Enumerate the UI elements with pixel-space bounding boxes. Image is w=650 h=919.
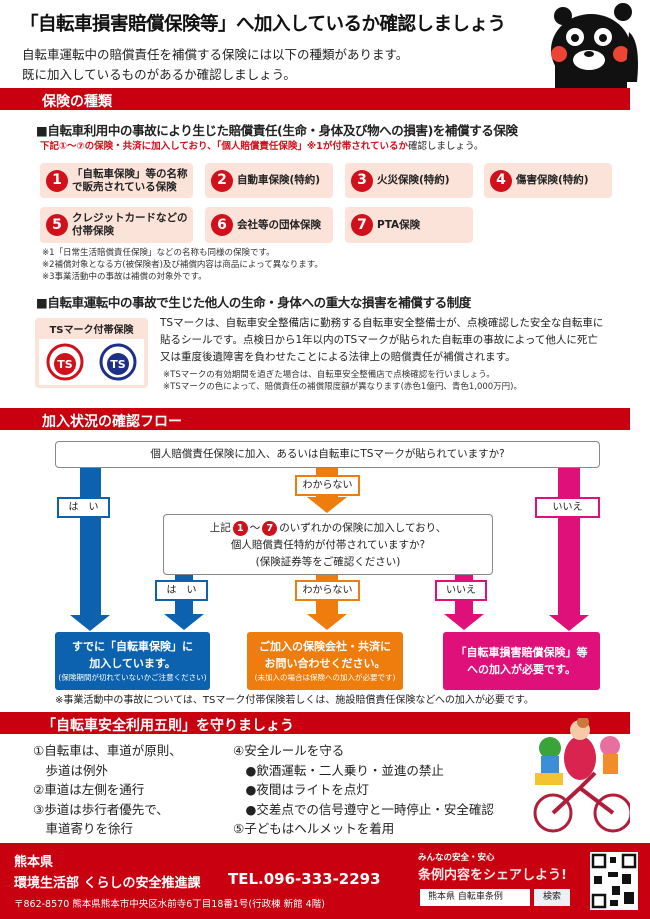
footer-tel: TEL.096-333-2293: [228, 870, 381, 888]
flow-yes-arrow-icon: [70, 615, 110, 631]
flow2-unknown-arrow-icon: [307, 614, 347, 630]
result-already-insured: すでに「自転車保険」に加入しています。(保険期間が切れていないかご注意ください): [55, 632, 210, 690]
svg-text:TS: TS: [58, 358, 74, 371]
footer-address: 〒862-8570 熊本県熊本市中央区水前寺6丁目18番1号(行政棟 新館 4階…: [14, 899, 325, 910]
section-insurance-types-header: 保険の種類: [0, 88, 630, 110]
result-need-insurance: 「自転車損害賠償保険」等への加入が必要です。: [443, 632, 600, 690]
lead-line-2: 既に加入しているものがあるか確認しましょう。: [22, 67, 296, 82]
qr-code-icon[interactable]: [590, 852, 638, 910]
flow-no-bar: [558, 468, 580, 616]
rules-right: ④安全ルールを守る ●飲酒運転・二人乗り・並進の禁止 ●夜間はライトを点灯 ●交…: [233, 743, 494, 836]
footnote-2: ※2補償対象となる方(被保険者)及び補償内容は商品によって異なります。: [42, 260, 323, 270]
family-bicycle-illustration: [533, 718, 630, 833]
flow-yes-bar: [80, 468, 101, 616]
page-title: 「自転車損害賠償保険等」へ加入しているか確認しましょう: [20, 14, 506, 35]
footer: 熊本県 環境生活部 くらしの安全推進課 TEL.096-333-2293 〒86…: [0, 843, 650, 919]
ts-desc-3: 又は重度後遺障害を負わせたことによる法律上の賠償責任が補償されます。: [160, 351, 516, 363]
section2-heading: ■自転車運転中の事故で生じた他人の生命・身体への重大な損害を補償する制度: [36, 295, 471, 310]
flow-note: ※事業活動中の事故については、TSマーク付帯保険若しくは、施設賠償責任保険などへ…: [55, 695, 534, 706]
flow2-no-arrow-icon: [444, 614, 484, 630]
flow-yes-label: は い: [57, 497, 110, 518]
ts-mark-box: TSマーク付帯保険 TS TS: [35, 318, 148, 388]
flow2-no-label: いいえ: [435, 580, 487, 601]
search-button[interactable]: 検索: [534, 889, 570, 906]
footer-department: 環境生活部 くらしの安全推進課: [14, 876, 201, 891]
flow-unknown-label: わからない: [295, 475, 360, 496]
ts-note-1: ※TSマークの有効期間を過ぎた場合は、自転車安全整備店で点検確認を行いましょう。: [163, 370, 495, 380]
flow2-unknown-label: わからない: [295, 580, 360, 601]
lead-line-1: 自転車運転中の賠償責任を補償する保険には以下の種類があります。: [22, 47, 409, 62]
flow-no-arrow-icon: [549, 615, 589, 631]
ts-mark-label: TSマーク付帯保険: [49, 325, 134, 336]
insurance-item-1: 1「自転車保険」等の名称で販売されている保険: [40, 163, 193, 198]
ts-mark-blue-icon: TS: [99, 343, 137, 381]
svg-text:TS: TS: [110, 358, 126, 371]
flow-question-1: 個人賠償責任保険に加入、あるいは自転車にTSマークが貼られていますか?: [55, 441, 600, 468]
result-contact-insurer: ご加入の保険会社・共済にお問い合わせください。(未加入の場合は保険への加入が必要…: [247, 632, 403, 690]
flow2-yes-arrow-icon: [164, 614, 204, 630]
footnote-1: ※1「日常生活賠償責任保険」などの名称も同様の保険です。: [42, 248, 275, 258]
mascot-bear-image: [551, 3, 638, 90]
flow2-yes-label: は い: [155, 580, 208, 601]
section-rules-header: 「自転車安全利用五則」を守りましょう: [0, 712, 630, 734]
search-input[interactable]: 熊本県 自転車条例: [420, 889, 530, 906]
flow-no-label: いいえ: [535, 497, 600, 518]
footnote-3: ※3事業活動中の事故は補償の対象外です。: [42, 272, 207, 282]
ts-mark-red-icon: TS: [46, 343, 84, 381]
ts-desc-2: 貼るシールです。点検日から1年以内のTSマークが貼られた自転車の事故によって他人…: [160, 334, 598, 346]
footer-tagline: みんなの安全・安心: [418, 853, 495, 863]
ts-desc-1: TSマークは、自転車安全整備店に勤務する自転車安全整備士が、点検確認した安全な自…: [160, 317, 604, 329]
flow-unknown-arrow-icon: [307, 497, 347, 513]
section-flow-header: 加入状況の確認フロー: [0, 408, 630, 430]
footer-prefecture: 熊本県: [14, 855, 54, 870]
section1-heading: ■自転車利用中の事故により生じた賠償責任(生命・身体及び物への損害)を補償する保…: [36, 123, 518, 138]
section1-sub: 下記①～⑦の保険・共済に加入しており、「個人賠償責任保険」※1が付帯されているか…: [40, 141, 484, 152]
footer-share: 条例内容をシェアしよう!: [418, 868, 567, 883]
ts-note-2: ※TSマークの色によって、賠償責任の補償限度額が異なります(赤色1億円、青色1,…: [163, 382, 522, 392]
